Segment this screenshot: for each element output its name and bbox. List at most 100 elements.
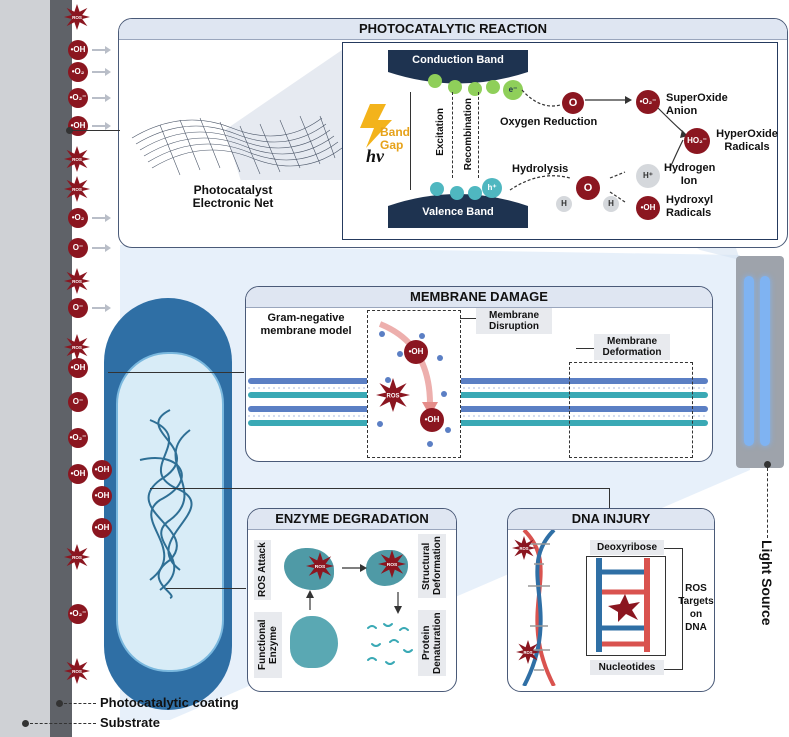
diffusion-arrow bbox=[92, 122, 111, 130]
superoxide-radical: •O₂ bbox=[68, 208, 88, 228]
substrate-line bbox=[30, 723, 96, 724]
ros-burst: ROS bbox=[64, 4, 90, 30]
superoxide-radical: •O₂ bbox=[68, 62, 88, 82]
ros-burst: ROS bbox=[64, 176, 90, 202]
excitation-label: Excitation bbox=[435, 108, 446, 156]
svg-text:ROS: ROS bbox=[72, 555, 82, 560]
diffusion-arrow bbox=[92, 244, 111, 252]
oh-radical: •OH bbox=[420, 408, 444, 432]
deformation-arrow bbox=[576, 348, 600, 349]
superoxide-radical: •O₂⁻ bbox=[68, 88, 88, 108]
hydrogen-ion: H⁺ bbox=[636, 164, 660, 188]
photocatalyst-net-icon bbox=[131, 50, 343, 180]
ros-burst: ROS bbox=[64, 334, 90, 360]
ros-burst: ROS bbox=[64, 544, 90, 570]
svg-text:ROS: ROS bbox=[72, 157, 82, 162]
valence-band-label: Valence Band bbox=[422, 206, 494, 218]
ros-targets-label: ROS Targets on DNA bbox=[678, 583, 714, 633]
hydrogen-ion-label: Hydrogen Ion bbox=[664, 162, 716, 187]
ros-burst: ROS bbox=[306, 552, 334, 580]
hole-label: h⁺ bbox=[482, 178, 502, 198]
hydroxyl-radical: •OH bbox=[636, 196, 660, 220]
net-connector-line bbox=[70, 130, 120, 131]
diffusion-arrow bbox=[92, 46, 111, 54]
membrane-connector bbox=[108, 372, 244, 373]
dna-connector-v bbox=[609, 488, 610, 508]
diffusion-arrow bbox=[92, 68, 111, 76]
diffusion-arrow bbox=[92, 214, 111, 222]
superoxide-anion-label: SuperOxide Anion bbox=[666, 92, 728, 117]
hole-particle bbox=[450, 186, 464, 200]
structural-deformation-label: Structural Deformation bbox=[418, 534, 446, 598]
ros-label: ROS bbox=[523, 650, 532, 655]
panel-title: DNA INJURY bbox=[508, 509, 714, 530]
oh-radical: •OH bbox=[68, 464, 88, 484]
dna-zoom-detail bbox=[596, 558, 650, 652]
band-gap-label: Band Gap bbox=[380, 125, 410, 152]
water-hydrogen: H bbox=[603, 196, 619, 212]
panel-title: MEMBRANE DAMAGE bbox=[246, 287, 712, 308]
photocatalyst-net-label: Photocatalyst Electronic Net bbox=[192, 183, 274, 210]
enzyme-blob bbox=[290, 616, 338, 668]
hole-particle bbox=[430, 182, 444, 196]
superoxide-radical: O⁻ bbox=[68, 298, 88, 318]
oh-radical: •OH bbox=[92, 486, 112, 506]
oh-radical: •OH bbox=[92, 460, 112, 480]
ros-burst: ROS bbox=[512, 536, 536, 560]
oh-radical: •OH bbox=[68, 358, 88, 378]
oh-radical: •OH bbox=[68, 116, 88, 136]
recombination-arrow bbox=[478, 92, 479, 178]
dna-connector bbox=[150, 488, 610, 489]
hyperoxide-radicals-label: HyperOxide Radicals bbox=[716, 128, 778, 153]
panel-title: PHOTOCATALYTIC REACTION bbox=[119, 19, 787, 40]
oh-radical: •OH bbox=[68, 40, 88, 60]
lightning-icon bbox=[360, 104, 392, 148]
electron-particle bbox=[428, 74, 442, 88]
band-gap-line bbox=[410, 92, 411, 190]
membrane-model-label: Gram-negative membrane model bbox=[260, 312, 352, 337]
dna-bracket bbox=[664, 548, 683, 670]
coating-line bbox=[64, 703, 96, 704]
superoxide-radical: •O₂⁻ bbox=[636, 90, 660, 114]
hv-label: hν bbox=[366, 146, 384, 166]
membrane-bilayer bbox=[248, 378, 708, 426]
deformation-box bbox=[569, 362, 693, 458]
oh-radical: •OH bbox=[92, 518, 112, 538]
ros-burst: ROS bbox=[378, 550, 406, 578]
coating-label: Photocatalytic coating bbox=[100, 695, 239, 710]
electron-particle bbox=[486, 80, 500, 94]
superoxide-radical: •O₂⁻ bbox=[68, 604, 88, 624]
substrate-wall bbox=[0, 0, 50, 737]
oh-radical: •OH bbox=[404, 340, 428, 364]
enzyme-connector bbox=[166, 588, 246, 589]
light-source-line bbox=[767, 468, 768, 538]
ros-burst: ROS bbox=[64, 658, 90, 684]
ho2-radical: HO₂⁻ bbox=[684, 128, 710, 154]
ros-burst: ROS bbox=[376, 378, 410, 412]
ros-burst: ROS bbox=[516, 640, 540, 664]
functional-enzyme-label: Functional Enzyme bbox=[254, 612, 282, 678]
svg-text:ROS: ROS bbox=[72, 279, 82, 284]
superoxide-radical: O⁻ bbox=[68, 392, 88, 412]
superoxide-radical: •O₂⁻ bbox=[68, 428, 88, 448]
water-oxygen: O bbox=[576, 176, 600, 200]
band-diagram bbox=[388, 50, 528, 228]
conduction-band-label: Conduction Band bbox=[412, 54, 504, 66]
diffusion-arrow bbox=[92, 94, 111, 102]
panel-title: ENZYME DEGRADATION bbox=[248, 509, 456, 530]
oxygen-atom: O bbox=[562, 92, 584, 114]
coating-dot bbox=[56, 700, 63, 707]
net-connector-dot bbox=[66, 127, 73, 134]
enzyme-arrows bbox=[306, 564, 402, 614]
uv-tube bbox=[744, 276, 754, 446]
water-hydrogen: H bbox=[556, 196, 572, 212]
oxygen-reduction-label: Oxygen Reduction bbox=[500, 116, 598, 128]
substrate-label: Substrate bbox=[100, 715, 160, 730]
nucleotides-label: Nucleotides bbox=[590, 660, 664, 675]
reaction-arrows bbox=[509, 89, 688, 203]
uv-tube bbox=[760, 276, 770, 446]
svg-text:ROS: ROS bbox=[72, 15, 82, 20]
light-source-label: Light Source bbox=[759, 540, 775, 626]
ros-label: ROS bbox=[387, 394, 400, 400]
protein-denaturation-label: Protein Denaturation bbox=[418, 610, 446, 676]
